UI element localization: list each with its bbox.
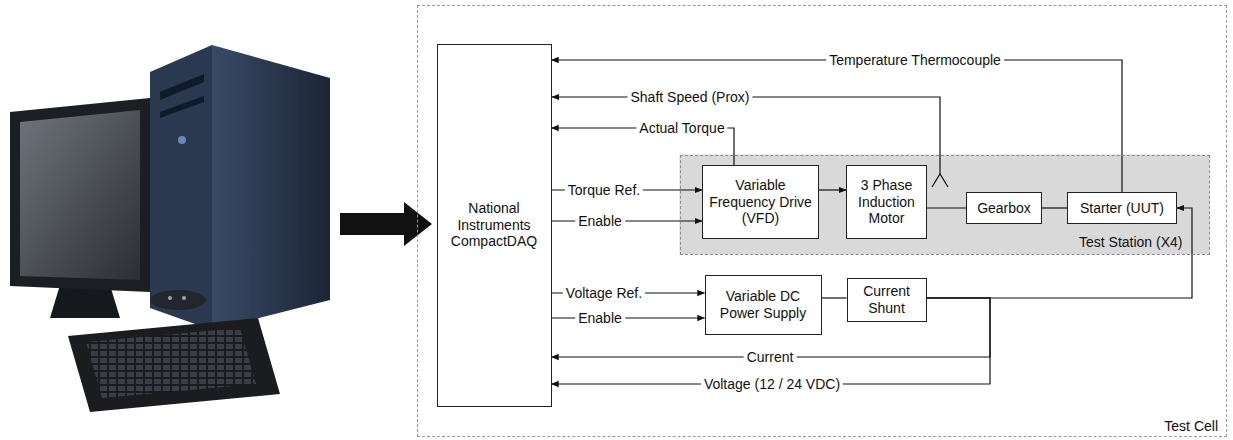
connector [552,60,1123,192]
signal-label: Voltage (12 / 24 VDC) [701,376,843,393]
signal-label: Enable [575,310,625,327]
drive-slot [160,74,204,100]
signal-label: Shaft Speed (Prox) [627,89,752,106]
prox-sensor-symbol [932,174,948,187]
signal-label: Torque Ref. [565,182,643,199]
test-station-band: Test Station (X4) Variable Frequency Driv… [680,155,1210,255]
process-box: Variable DC Power Supply [705,275,822,335]
process-box: 3 Phase Induction Motor [846,165,927,239]
box-label: Current Shunt [852,283,922,317]
keyboard-keys [86,328,256,398]
test-cell-region: Test Cell National Instruments CompactDAQ… [417,5,1227,437]
signal-label: Voltage Ref. [563,285,645,302]
keyboard [68,318,280,412]
connector [819,189,846,190]
box-label: Starter (UUT) [1080,200,1164,217]
connector [927,207,966,208]
prox-signal-line [552,97,940,174]
region-label: Test Station (X4) [1079,234,1183,250]
band-fill [680,155,1210,255]
hub-device [150,290,206,310]
hub-port [182,296,186,300]
region-label: Test Cell [1164,418,1218,434]
box-label: Variable Frequency Drive (VFD) [707,177,814,227]
signal-label: Current [744,349,797,366]
drive-slot [160,96,204,118]
tower-side [212,45,330,330]
box-label: National Instruments CompactDAQ [442,200,547,250]
computer-illustration [10,45,330,412]
signal-label: Actual Torque [636,120,727,137]
tower-front [150,45,212,330]
signal-label: Enable [575,213,625,230]
connector [1042,207,1067,208]
process-box: Starter (UUT) [1067,192,1177,224]
box-label: Gearbox [977,200,1031,217]
monitor-bezel [10,98,150,292]
box-label: 3 Phase Induction Motor [851,177,922,227]
process-box: Gearbox [966,192,1042,224]
process-box: Variable Frequency Drive (VFD) [702,165,819,239]
process-box: Current Shunt [847,278,927,322]
connector [822,297,847,298]
hub-port [168,296,172,300]
big-arrow [340,202,432,246]
daq-box: National Instruments CompactDAQ [437,44,552,407]
box-label: Variable DC Power Supply [710,288,817,322]
power-button [178,136,186,144]
signal-label: Temperature Thermocouple [826,52,1004,69]
monitor-screen [20,110,140,280]
